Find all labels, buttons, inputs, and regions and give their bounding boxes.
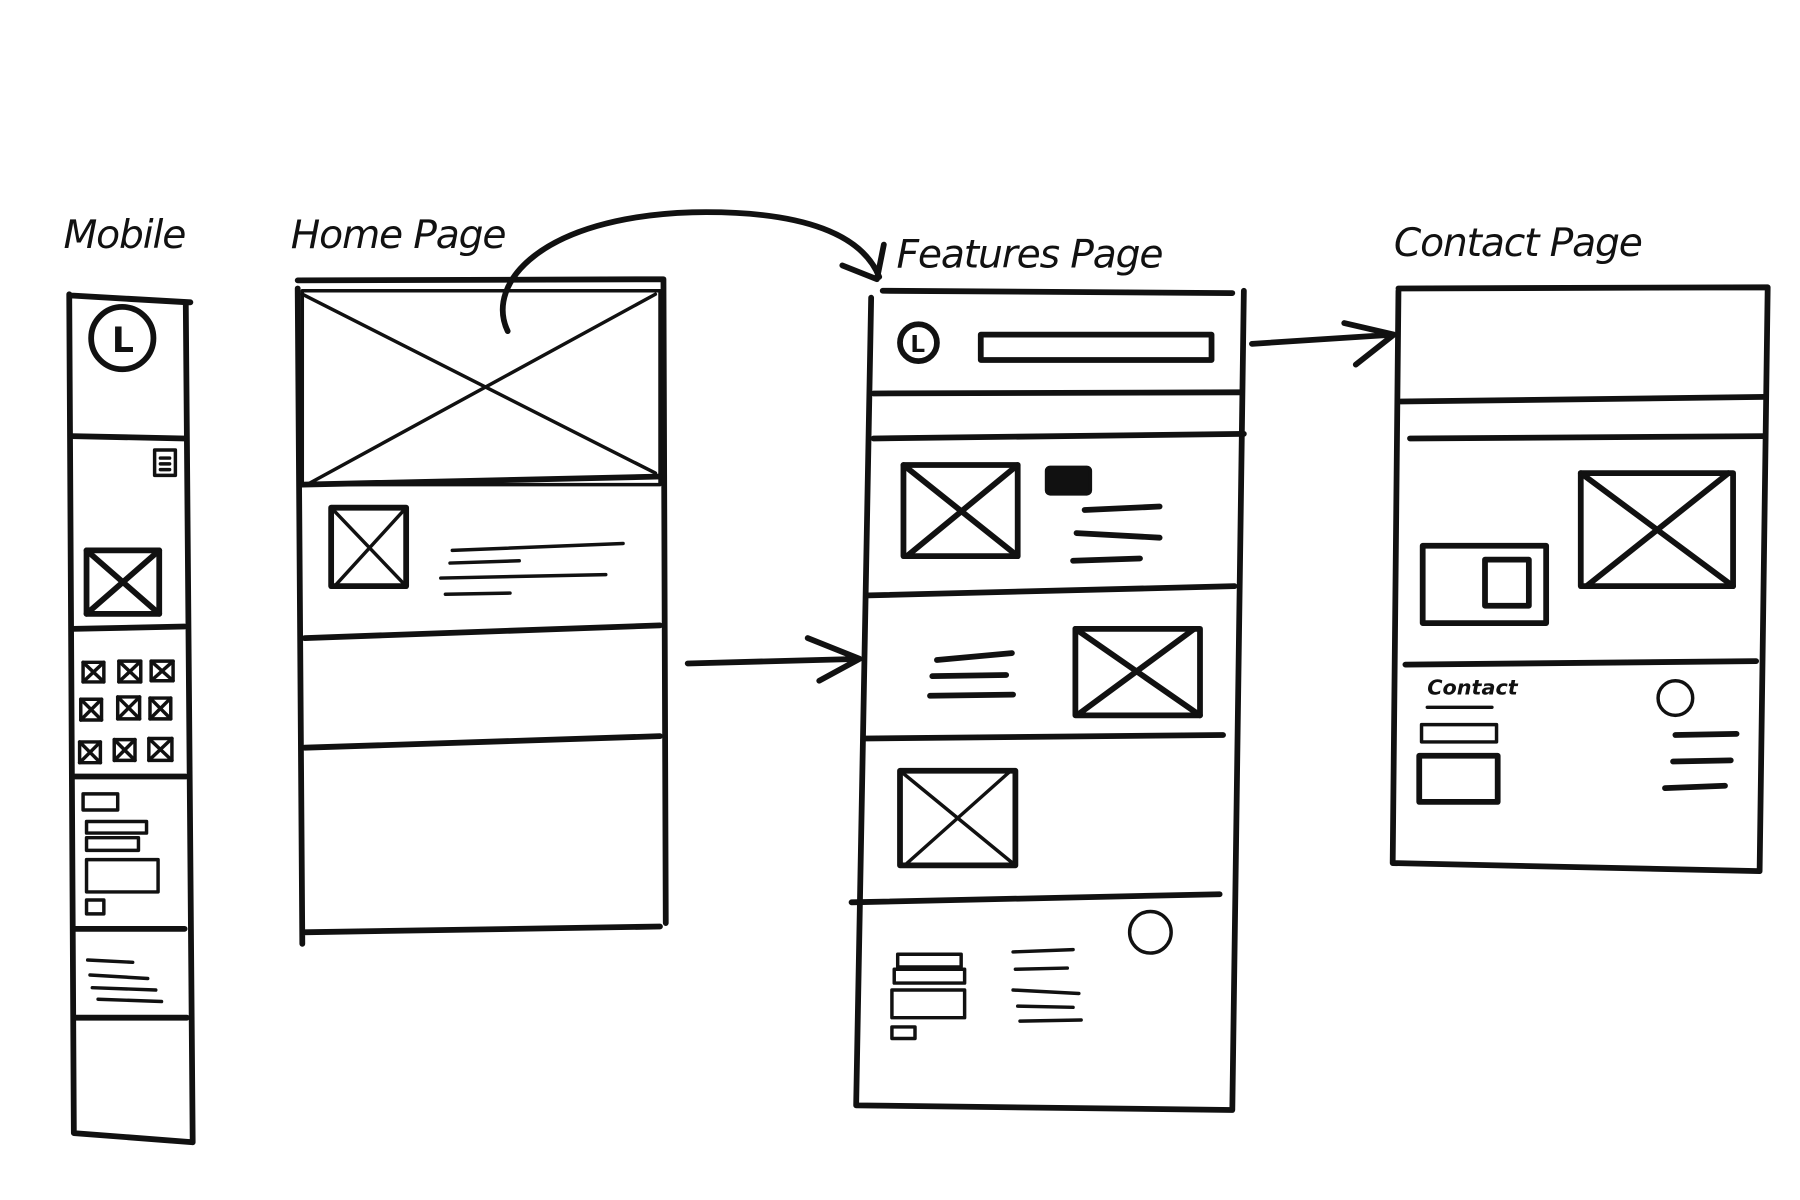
logo-icon [88, 304, 157, 373]
feature-text-1 [1070, 503, 1163, 564]
contact-page-label: Contact Page [1394, 221, 1642, 266]
home-page-wireframe [294, 276, 669, 947]
contact-text-lines [1662, 730, 1740, 791]
hero-image-placeholder [300, 289, 662, 487]
features-dividers [848, 389, 1247, 906]
feature-image-1 [900, 462, 1021, 560]
mobile-dividers [68, 433, 190, 1021]
feature-badge [1044, 465, 1093, 496]
arrow-features-to-contact [1249, 320, 1397, 368]
feature-text-2 [927, 650, 1016, 699]
home-dividers [299, 473, 663, 751]
mobile-image-placeholder [83, 547, 163, 617]
logo-letter: L [112, 321, 134, 361]
arrow-home-to-features-curved [500, 209, 887, 335]
contact-section-label: Contact [1427, 676, 1518, 700]
features-page-label: Features Page [897, 233, 1163, 278]
home-page-label: Home Page [291, 213, 506, 258]
menu-icon [152, 448, 178, 478]
footer-text-lines [1011, 947, 1083, 1023]
features-page-wireframe: L [848, 287, 1247, 1113]
mobile-image-grid [77, 659, 175, 765]
home-frame [294, 276, 669, 947]
feature-image-3 [897, 767, 1019, 869]
contact-frame [1389, 284, 1771, 875]
mobile-form [81, 792, 160, 916]
logo-letter: L [910, 332, 925, 358]
social-icon [1127, 909, 1173, 955]
features-form [890, 952, 967, 1041]
logo-icon [897, 321, 940, 365]
contact-message-box [1416, 752, 1501, 805]
contact-dividers [1397, 394, 1769, 668]
mobile-text-lines [85, 958, 164, 1004]
social-icon [1656, 679, 1695, 718]
arrow-home-to-features [684, 635, 863, 684]
map-box [1419, 542, 1550, 626]
contact-input [1419, 722, 1499, 744]
menu-icon-lines [158, 456, 172, 472]
feature-image-2 [1072, 625, 1203, 719]
nav-bar [977, 331, 1215, 363]
features-frame [853, 287, 1247, 1113]
mobile-label: Mobile [63, 213, 185, 258]
home-image-placeholder [328, 504, 410, 590]
contact-page-wireframe: Contact [1389, 284, 1771, 875]
mobile-frame [66, 291, 196, 1146]
mobile-wireframe: L [66, 291, 196, 1146]
map-inner-box [1482, 556, 1532, 609]
home-text-lines [439, 541, 625, 596]
contact-image-placeholder [1577, 470, 1736, 590]
